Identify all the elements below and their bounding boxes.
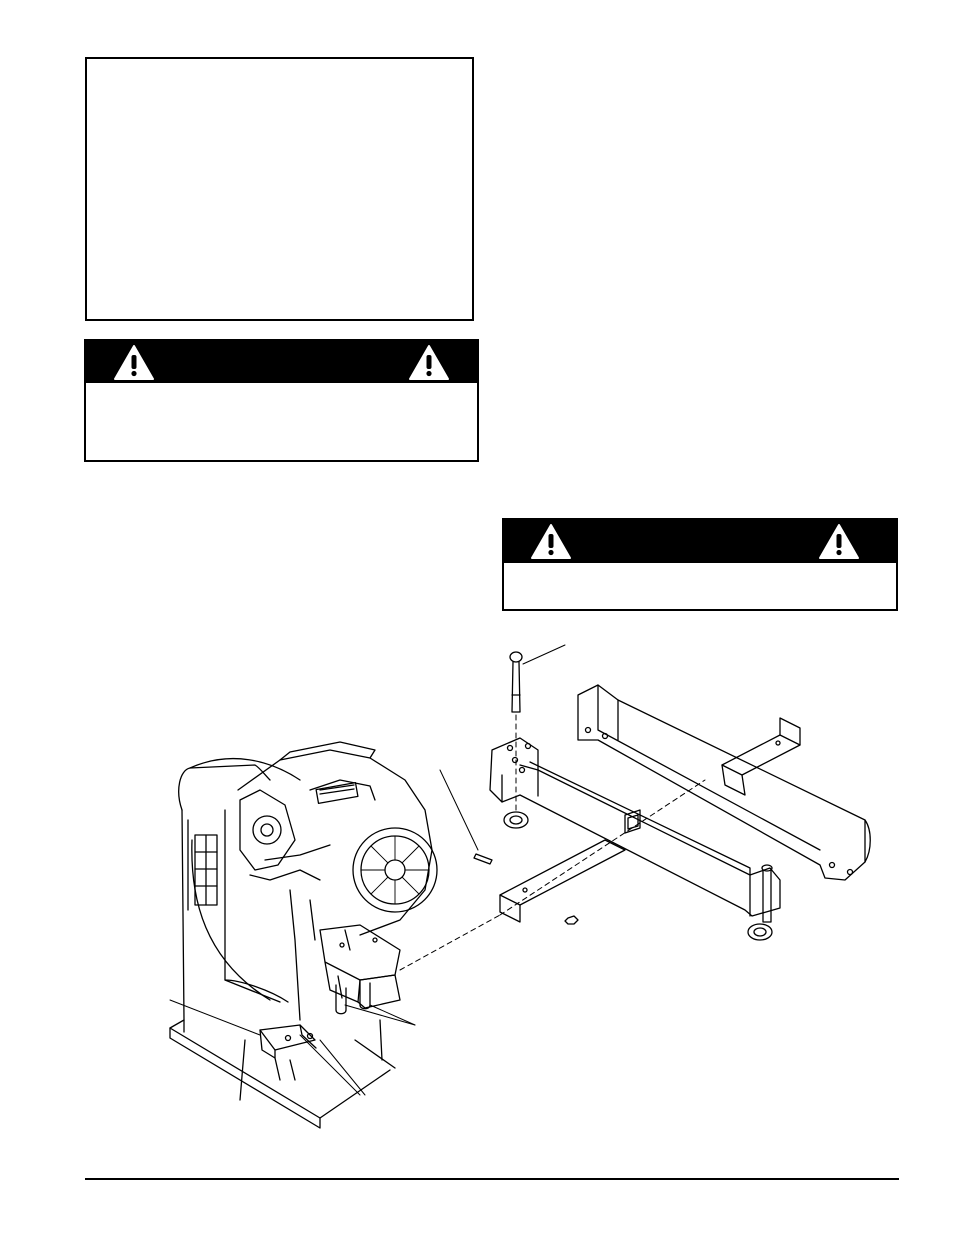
engine-stand-group: [169, 741, 438, 1129]
warning-header-bar: [504, 520, 896, 563]
warning-header-bar: [86, 341, 477, 383]
warning-triangle-icon: [114, 345, 154, 380]
footer-rule: [85, 1178, 899, 1180]
warning-box-primary: [84, 339, 479, 462]
warning-triangle-icon: [409, 345, 449, 380]
warning-triangle-icon: [531, 524, 571, 559]
warning-box-secondary: [502, 518, 898, 611]
assembly-illustration: [160, 640, 880, 1130]
warning-triangle-icon: [819, 524, 859, 559]
assembly-drawing: [169, 644, 871, 1129]
trailer-frame-group: [439, 644, 871, 941]
note-box: [85, 57, 474, 321]
